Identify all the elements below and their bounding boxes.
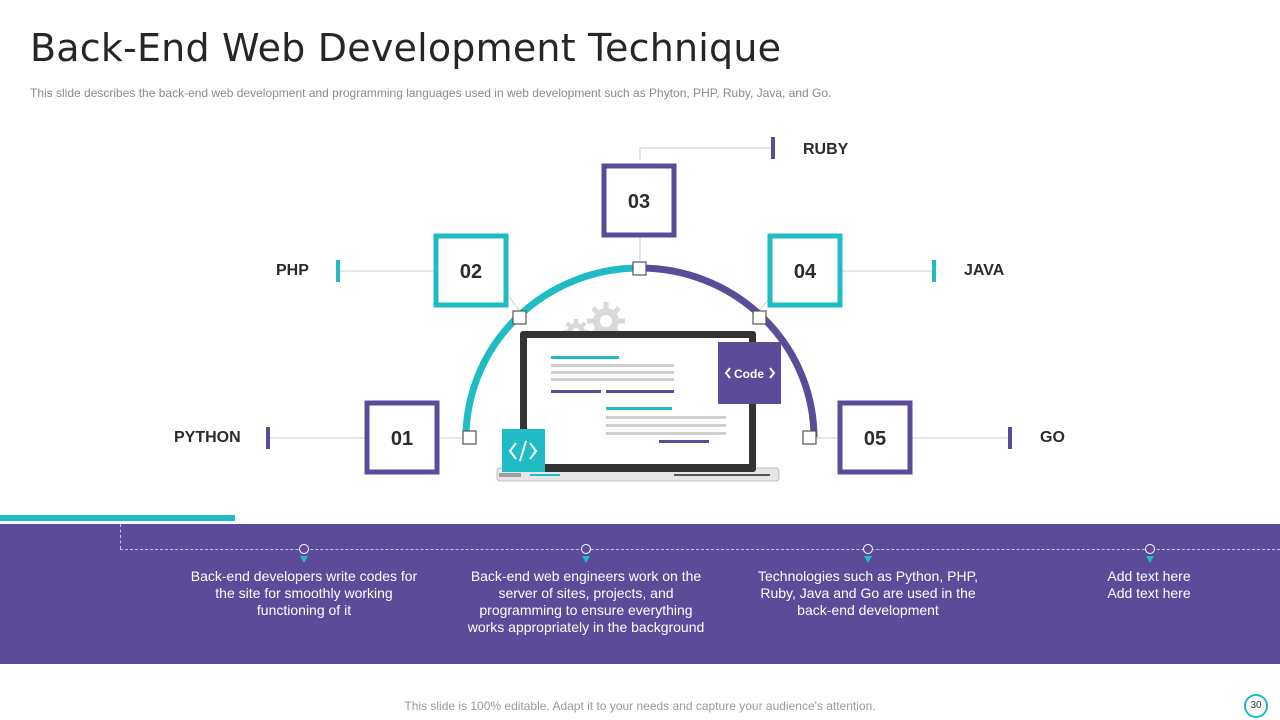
label-go: GO xyxy=(1040,429,1065,446)
code-badge: Code xyxy=(718,342,781,404)
box-03-number: 03 xyxy=(628,191,650,213)
footer-note: This slide is 100% editable. Adapt it to… xyxy=(404,699,876,713)
description-2: Back-end web engineers work on the serve… xyxy=(467,568,705,635)
ruby-bar xyxy=(771,137,775,159)
python-bar xyxy=(266,427,270,449)
timeline-dashed-line xyxy=(120,549,1280,550)
box-05-number: 05 xyxy=(864,428,886,450)
laptop-illustration xyxy=(496,331,780,482)
accent-bar xyxy=(0,515,235,521)
label-python: PYTHON xyxy=(174,429,241,446)
pin-marker-4 xyxy=(1144,544,1156,566)
box-02 xyxy=(433,233,509,308)
description-band xyxy=(0,524,1280,664)
pin-marker-2 xyxy=(580,544,592,566)
java-bar xyxy=(932,260,936,282)
description-1: Back-end developers write codes for the … xyxy=(190,568,418,618)
timeline-dashed-start xyxy=(120,524,121,549)
code-tag-icon xyxy=(502,429,545,472)
slide-title: Back-End Web Development Technique xyxy=(30,26,782,70)
go-bar xyxy=(1008,427,1012,449)
label-ruby: RUBY xyxy=(803,141,849,158)
pin-marker-1 xyxy=(298,544,310,566)
slide-subtitle: This slide describes the back-end web de… xyxy=(30,86,832,100)
box-04 xyxy=(767,233,843,308)
box-02-number: 02 xyxy=(460,261,482,283)
box-04-number: 04 xyxy=(794,261,817,283)
pin-marker-3 xyxy=(862,544,874,566)
description-4: Add text here Add text here xyxy=(1107,568,1191,601)
code-badge-label: Code xyxy=(734,367,764,381)
box-03 xyxy=(601,163,677,238)
tech-diagram: 01 02 03 04 05 xyxy=(266,137,1012,482)
arc-nodes xyxy=(462,261,817,445)
label-php: PHP xyxy=(276,262,309,279)
page-number: 30 xyxy=(1244,694,1268,718)
box-05 xyxy=(837,400,913,475)
box-01 xyxy=(364,400,440,475)
box-01-number: 01 xyxy=(391,428,413,450)
php-bar xyxy=(336,260,340,282)
description-3: Technologies such as Python, PHP, Ruby, … xyxy=(758,568,978,618)
label-java: JAVA xyxy=(964,262,1005,279)
